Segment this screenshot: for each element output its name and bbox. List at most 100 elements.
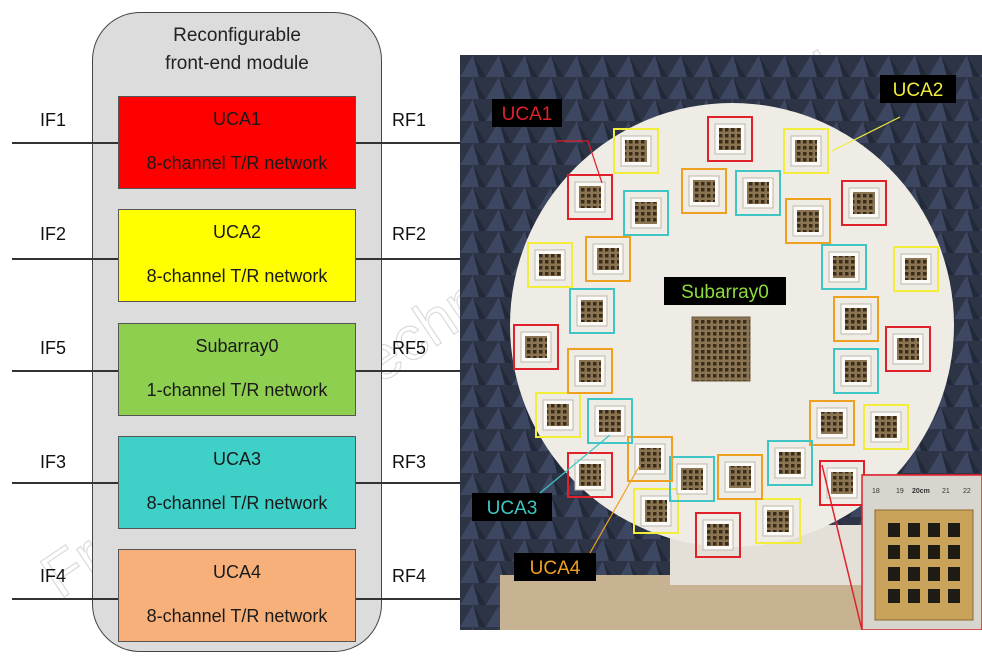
rf-port-label: RF5 — [392, 338, 427, 358]
channel-desc: 8-channel T/R network — [146, 606, 328, 626]
channel-desc: 8-channel T/R network — [146, 493, 328, 513]
antenna-element-frame-uca3 — [623, 190, 669, 236]
antenna-element-frame-uca1 — [513, 324, 559, 370]
if-wire — [12, 142, 118, 144]
antenna-element-frame-uca4 — [717, 454, 763, 500]
channel-uca4-box: UCA4 8-channel T/R network — [118, 549, 356, 642]
antenna-element-frame-uca3 — [587, 398, 633, 444]
antenna-element-frame-uca4 — [809, 400, 855, 446]
channel-uca2-box: UCA2 8-channel T/R network — [118, 209, 356, 302]
antenna-element-frame-uca2 — [527, 242, 573, 288]
if-port-label: IF4 — [40, 566, 67, 586]
channel-desc: 1-channel T/R network — [146, 380, 328, 400]
if-port-label: IF1 — [40, 110, 67, 130]
inset-patch — [908, 545, 920, 559]
rf-wire — [356, 370, 460, 372]
antenna-element-patch — [821, 412, 843, 434]
rf-port-label: RF1 — [392, 110, 427, 130]
inset-patch — [888, 545, 900, 559]
antenna-element-frame-uca4 — [833, 296, 879, 342]
label-uca4: UCA4 — [514, 464, 641, 581]
ruler-tick: 20cm — [912, 488, 930, 495]
module-title-line2: front-end module — [165, 53, 309, 74]
antenna-element-patch — [845, 360, 867, 382]
antenna-element-patch — [707, 524, 729, 546]
antenna-element-frame-uca1 — [567, 174, 613, 220]
antenna-element-frame-uca1 — [841, 180, 887, 226]
label-uca4-text: UCA4 — [530, 558, 581, 579]
inset-patch — [888, 589, 900, 603]
antenna-element-patch — [747, 182, 769, 204]
inset-patch — [948, 545, 960, 559]
rf-port-label: RF3 — [392, 452, 427, 472]
antenna-array-photo: Subarray0 UCA1 UCA2 UCA3 UCA4 1 — [460, 55, 982, 630]
if-wire — [12, 598, 118, 600]
antenna-element-frame-uca3 — [767, 440, 813, 486]
inset-zoom: 18 19 20cm 21 22 — [821, 464, 982, 630]
antenna-element-frame-uca1 — [885, 326, 931, 372]
antenna-element-frame-uca4 — [585, 236, 631, 282]
antenna-element-patch — [681, 468, 703, 490]
channel-name: UCA2 — [212, 222, 261, 242]
rf-wire — [356, 598, 460, 600]
subarray0-patch-array — [691, 316, 751, 382]
antenna-element-patch — [729, 466, 751, 488]
antenna-element-patch — [579, 360, 601, 382]
inset-patch — [908, 589, 920, 603]
label-uca1: UCA1 — [492, 99, 603, 184]
antenna-element-frame-uca4 — [567, 348, 613, 394]
label-uca3-text: UCA3 — [487, 498, 538, 519]
module-title: Reconfigurable front-end module — [92, 22, 382, 78]
antenna-element-frame-uca2 — [893, 246, 939, 292]
inset-patch — [948, 523, 960, 537]
antenna-element-patch — [579, 186, 601, 208]
antenna-element-frame-uca2 — [863, 404, 909, 450]
inset-patch — [908, 567, 920, 581]
antenna-element-patch — [795, 140, 817, 162]
antenna-element-frame-uca3 — [821, 244, 867, 290]
antenna-element-patch — [875, 416, 897, 438]
channel-desc: 8-channel T/R network — [146, 153, 328, 173]
antenna-element-patch — [597, 248, 619, 270]
antenna-element-patch — [635, 202, 657, 224]
inset-patch — [928, 523, 940, 537]
antenna-element-patch — [897, 338, 919, 360]
antenna-element-frame-uca1 — [695, 512, 741, 558]
antenna-element-frame-uca1 — [567, 452, 613, 498]
ruler-tick: 21 — [942, 488, 950, 495]
antenna-element-patch — [625, 140, 647, 162]
ruler-tick: 18 — [872, 488, 880, 495]
if-wire — [12, 258, 118, 260]
label-uca1-text: UCA1 — [502, 104, 553, 125]
if-wire — [12, 370, 118, 372]
antenna-element-patch — [547, 404, 569, 426]
rf-wire — [356, 258, 460, 260]
inset-patch-grid — [888, 523, 960, 603]
antenna-element-patch — [833, 256, 855, 278]
antenna-element-frame-uca2 — [783, 128, 829, 174]
antenna-element-patch — [845, 308, 867, 330]
antenna-element-patch — [767, 510, 789, 532]
label-uca2-text: UCA2 — [893, 80, 944, 101]
channel-name: Subarray0 — [195, 336, 279, 356]
channel-subarray0-box: Subarray0 1-channel T/R network — [118, 323, 356, 416]
label-uca3: UCA3 — [472, 434, 611, 521]
label-subarray0-text: Subarray0 — [681, 282, 769, 303]
antenna-element-patch — [539, 254, 561, 276]
antenna-element-frame-uca1 — [707, 116, 753, 162]
antenna-element-frame-uca4 — [681, 168, 727, 214]
antenna-element-frame-uca3 — [735, 170, 781, 216]
label-subarray0: Subarray0 — [664, 277, 786, 305]
channel-uca1-box: UCA1 8-channel T/R network — [118, 96, 356, 189]
rf-port-label: RF4 — [392, 566, 427, 586]
antenna-element-patch — [525, 336, 547, 358]
rf-wire — [356, 142, 460, 144]
ruler-tick: 19 — [896, 488, 904, 495]
antenna-element-frame-uca2 — [613, 128, 659, 174]
inset-patch — [948, 567, 960, 581]
antenna-element-frame-uca4 — [785, 198, 831, 244]
antenna-element-frame-uca3 — [833, 348, 879, 394]
inset-patch — [928, 545, 940, 559]
if-port-label: IF3 — [40, 452, 67, 472]
if-wire — [12, 482, 118, 484]
